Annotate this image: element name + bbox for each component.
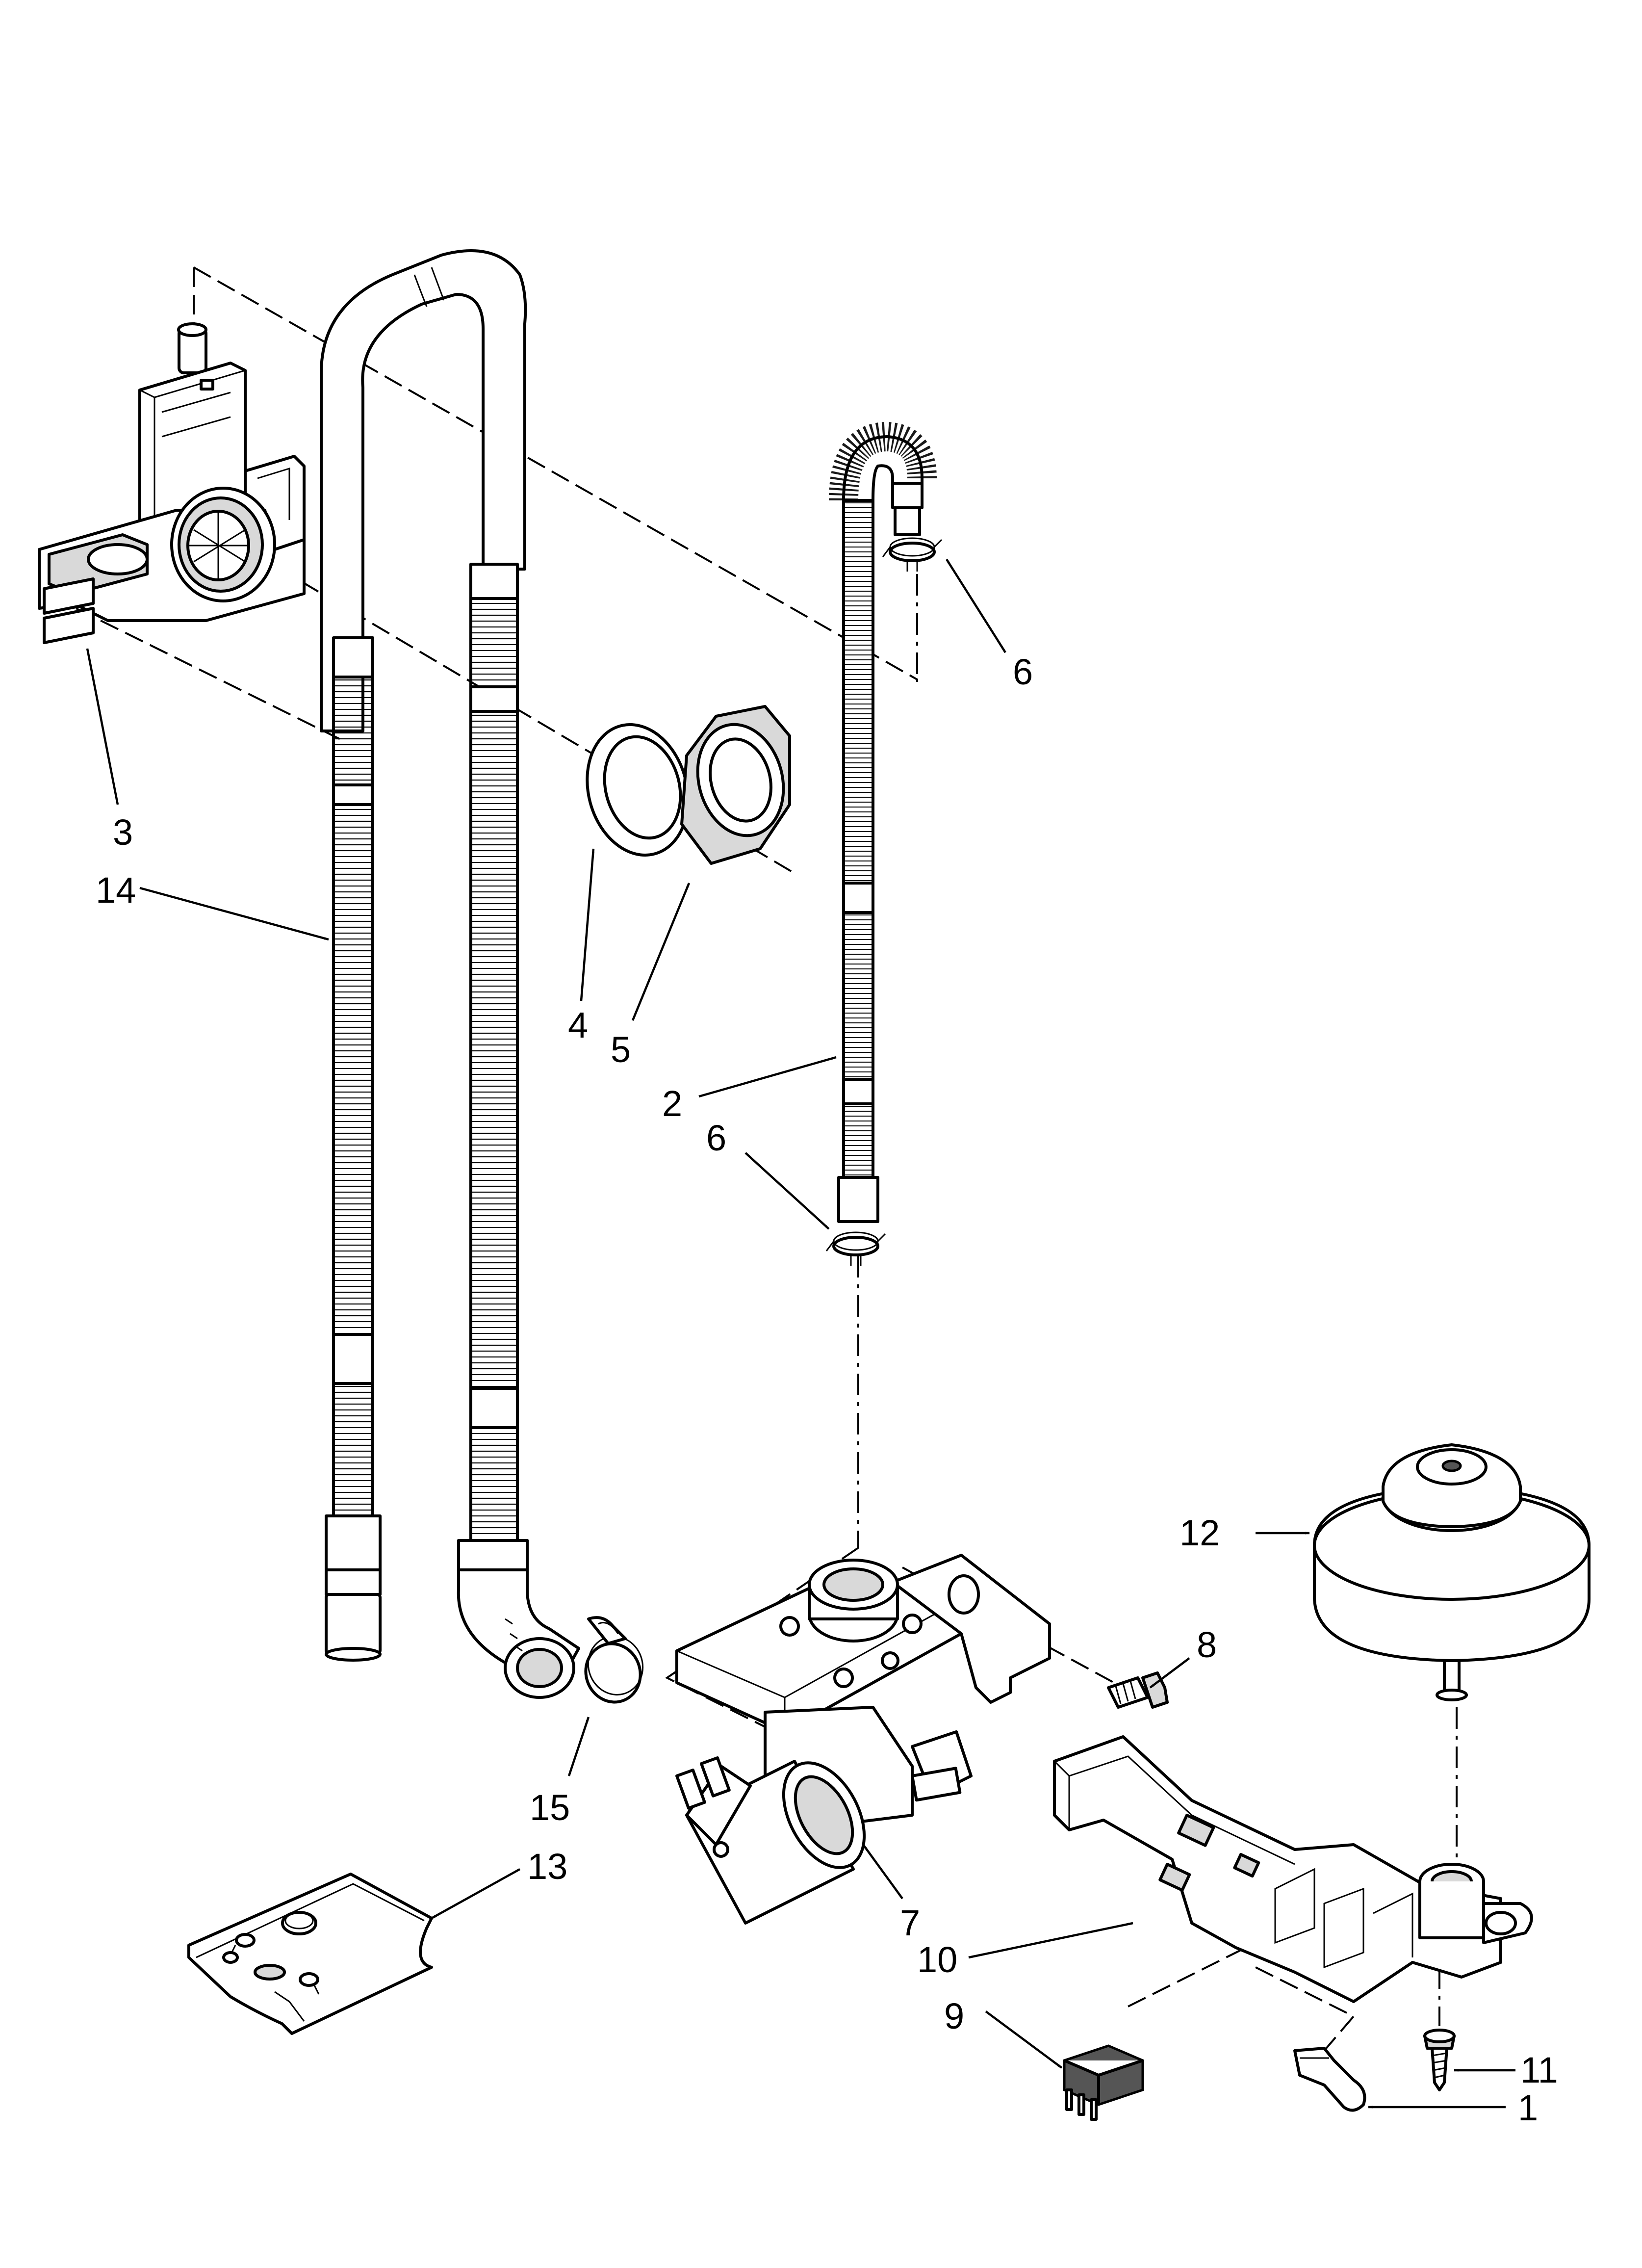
callout-4: 4	[568, 1005, 588, 1045]
leader-lines	[86, 558, 1515, 2109]
parts-bag-part	[187, 1873, 433, 2035]
callout-labels: 6 3 14 4 5 2 6 12 8 15 13 7 10 9 11 1	[96, 652, 1558, 2128]
callout-15: 15	[530, 1787, 570, 1828]
callout-6-bottom: 6	[706, 1118, 726, 1158]
callout-5: 5	[611, 1029, 631, 1070]
lever-part	[1293, 2047, 1366, 2112]
float-part	[1313, 1443, 1591, 1701]
callout-6-top: 6	[1013, 652, 1033, 692]
callout-9: 9	[944, 1996, 964, 2036]
leader-6-top	[946, 558, 1006, 653]
leader-10	[968, 1922, 1133, 1959]
clamp-top-part	[882, 537, 943, 572]
callout-3: 3	[113, 812, 133, 853]
callout-8: 8	[1197, 1624, 1217, 1665]
callout-13: 13	[527, 1846, 567, 1887]
assembly-line-valve-bracket	[665, 1547, 859, 1728]
assembly-line-side	[76, 607, 344, 742]
assembly-line-1	[1255, 1966, 1356, 2052]
leader-5	[631, 883, 691, 1021]
leader-14	[139, 886, 329, 941]
screw-8-part	[1107, 1671, 1169, 1709]
leader-8	[1149, 1657, 1190, 1689]
switch-part	[1063, 2044, 1144, 2121]
callout-14: 14	[96, 870, 136, 911]
callout-11: 11	[1520, 2050, 1558, 2090]
leader-2	[698, 1056, 837, 1098]
drain-hose-part	[320, 249, 580, 1699]
callout-1: 1	[1518, 2087, 1538, 2128]
hose-clamp-part	[584, 1616, 644, 1704]
clamp-bottom-part	[825, 1231, 886, 1266]
gasket-part	[586, 723, 690, 857]
callout-10: 10	[917, 1939, 957, 1980]
leader-9	[985, 2010, 1063, 2069]
leader-3	[86, 648, 119, 805]
callout-7: 7	[900, 1903, 920, 1943]
leader-15	[567, 1717, 590, 1776]
callout-2: 2	[662, 1083, 682, 1124]
fill-valve-part	[675, 1554, 1051, 1925]
callout-12: 12	[1180, 1512, 1220, 1553]
nut-part	[680, 705, 791, 865]
leader-4	[580, 848, 595, 1001]
leader-6-bottom	[744, 1152, 830, 1230]
leader-7	[862, 1844, 903, 1900]
leader-13	[431, 1868, 521, 1919]
float-bracket-part	[1053, 1735, 1533, 2003]
screw-11-part	[1423, 2029, 1456, 2091]
fill-funnel-part	[38, 322, 306, 644]
inlet-hose-part	[829, 421, 937, 1223]
assembly-line-9	[1128, 1942, 1256, 2007]
